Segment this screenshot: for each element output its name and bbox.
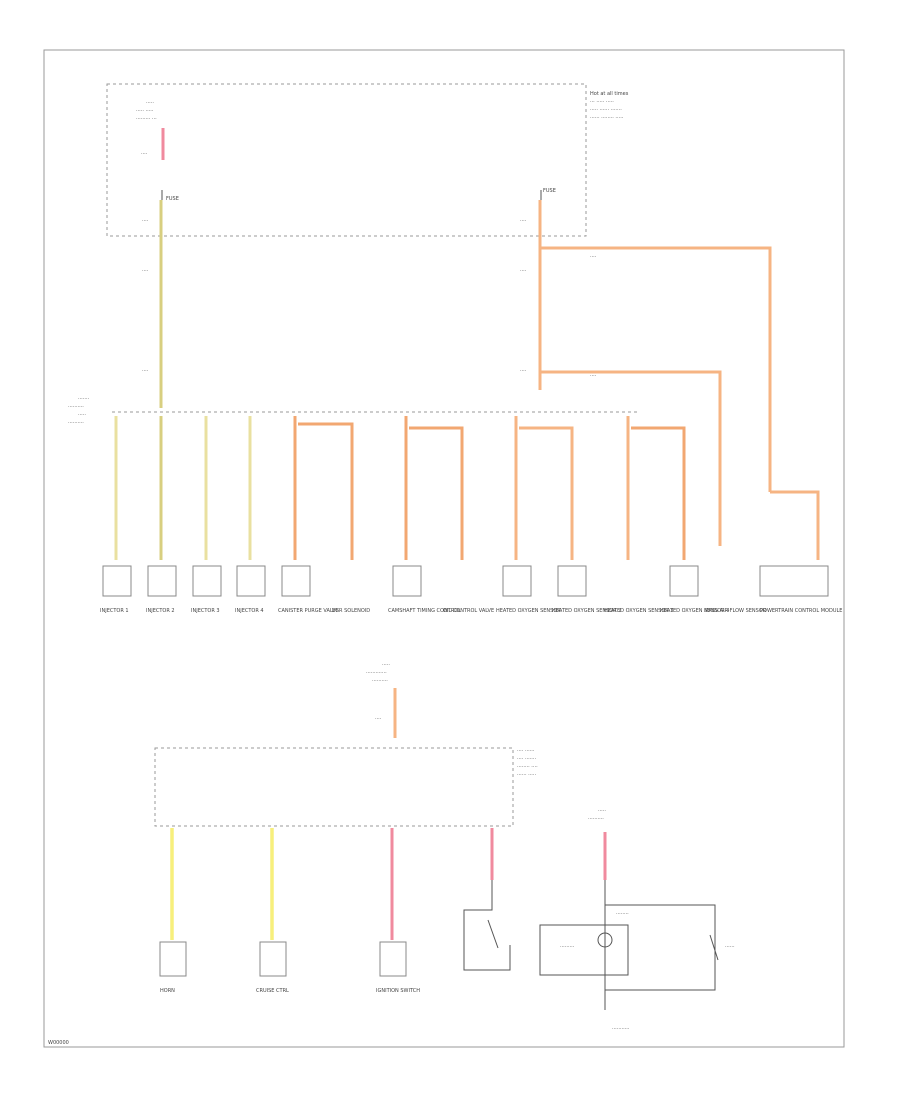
wire-left-label-3: ···· — [142, 368, 149, 374]
top-left-header-2: ····· ····· — [136, 108, 154, 114]
fuse-block-note: Hot at all times — [590, 91, 629, 97]
bus-label-1: ······· — [78, 396, 90, 402]
wire-right-branch-label: ···· — [590, 254, 597, 260]
lower-header-3: ·········· — [372, 678, 388, 684]
relay-label-5: ·········· — [588, 816, 604, 822]
fuse-block-note-4: ······ ········ ····· — [590, 115, 624, 121]
page-code: W00000 — [48, 1040, 69, 1046]
fuse-block-box — [106, 83, 587, 237]
bottom-box-cruise — [259, 941, 287, 977]
wire-left-label-2: ···· — [142, 268, 149, 274]
component-box-injector-2 — [147, 565, 177, 597]
component-label-2: INJECTOR 3 — [191, 608, 220, 614]
relay-switch-left — [487, 919, 499, 949]
fuse-right-label: FUSE — [543, 188, 556, 194]
wire-right-label-1: ···· — [520, 218, 527, 224]
relay-label-2: ········ — [616, 911, 629, 917]
lamp-symbol — [597, 932, 613, 948]
component-box-ho2s-4 — [669, 565, 699, 597]
wire-top-pink-label: ···· — [141, 151, 148, 157]
component-label-8: HEATED OXYGEN SENSOR — [496, 608, 561, 614]
relay-label-3: ······ — [725, 944, 735, 950]
wire-lower-feed-label: ···· — [375, 716, 382, 722]
component-label-1: INJECTOR 2 — [146, 608, 175, 614]
bottom-box-horn — [159, 941, 187, 977]
wire-right-branch2-label: ···· — [590, 373, 597, 379]
relay-outer-loop — [605, 904, 716, 991]
component-box-ho2s-2 — [557, 565, 587, 597]
wire-ho2s-2 — [519, 426, 574, 560]
component-label-5: EGR SOLENOID — [332, 608, 370, 614]
component-box-injector-4 — [236, 565, 266, 597]
wire-right-label-3: ···· — [520, 368, 527, 374]
relay-coil-box — [539, 924, 629, 976]
component-box-camshaft — [392, 565, 422, 597]
lower-box-note-3: ········ ···· — [517, 764, 538, 770]
switch-right — [709, 934, 719, 961]
wire-pcm — [770, 490, 820, 560]
relay-circuit — [463, 880, 719, 1010]
bottom-label-0: HORN — [160, 988, 175, 994]
lower-fuse-box — [154, 747, 514, 827]
lower-header-2: ············· — [366, 670, 387, 676]
component-row — [102, 565, 829, 597]
component-labels: INJECTOR 1 INJECTOR 2 INJECTOR 3 INJECTO… — [100, 608, 842, 614]
branch-wires — [114, 416, 820, 560]
wire-right-branch-maf — [540, 370, 722, 546]
fuse-block-note-3: ····· ······ ······· — [590, 107, 622, 113]
lower-box-note-1: ···· ······ — [517, 748, 535, 754]
component-label-10: HEATED OXYGEN SENSOR 3 — [604, 608, 674, 614]
relay-label-1: ········· — [560, 944, 575, 950]
component-box-ho2s-1 — [502, 565, 532, 597]
wire-right-label-2: ···· — [520, 268, 527, 274]
bus-label-3: ····· — [78, 412, 86, 418]
lower-box-note-4: ······ ····· — [517, 772, 536, 778]
wire-egr — [298, 422, 354, 560]
component-label-6: CAMSHAFT TIMING CONTROL — [388, 608, 461, 614]
component-box-canister — [281, 565, 311, 597]
component-box-injector-1 — [102, 565, 132, 597]
component-label-3: INJECTOR 4 — [235, 608, 264, 614]
relay-loop-left — [463, 880, 511, 971]
component-label-11: HEATED OXYGEN SENSOR 4 — [660, 608, 730, 614]
relay-label-4: ····· — [598, 808, 606, 814]
outer-frame — [43, 49, 845, 1048]
wire-left-label-1: ···· — [142, 218, 149, 224]
top-left-header-3: ········· ··· — [136, 116, 157, 122]
lower-header-1: ····· — [382, 662, 390, 668]
component-label-7: OIL CONTROL VALVE — [443, 608, 494, 614]
fuse-left-label: FUSE — [166, 196, 179, 202]
component-box-injector-3 — [192, 565, 222, 597]
component-label-4: CANISTER PURGE VALVE — [278, 608, 339, 614]
component-label-13: POWERTRAIN CONTROL MODULE — [760, 608, 842, 614]
relay-label-6: ··········· — [612, 1026, 630, 1032]
bottom-label-1: CRUISE CTRL — [256, 988, 289, 994]
lower-box-note-2: ···· ······· — [517, 756, 536, 762]
component-label-9: HEATED OXYGEN SENSOR 2 — [552, 608, 622, 614]
top-left-header: ····· — [146, 100, 154, 106]
fuse-block-note-2: ··· ····· ····· — [590, 99, 614, 105]
wire-oil — [409, 426, 464, 560]
component-label-0: INJECTOR 1 — [100, 608, 129, 614]
bottom-label-2: IGNITION SWITCH — [376, 988, 420, 994]
wire-ho2s-4 — [631, 426, 686, 560]
bus-label-4: ·········· — [68, 420, 84, 426]
wire-right-branch-pcm — [540, 246, 772, 492]
bus-label-2: ·········· — [68, 404, 84, 410]
component-box-pcm — [759, 565, 829, 597]
bottom-box-ignition — [379, 941, 407, 977]
component-label-12: MASS AIR FLOW SENSOR — [704, 608, 767, 614]
